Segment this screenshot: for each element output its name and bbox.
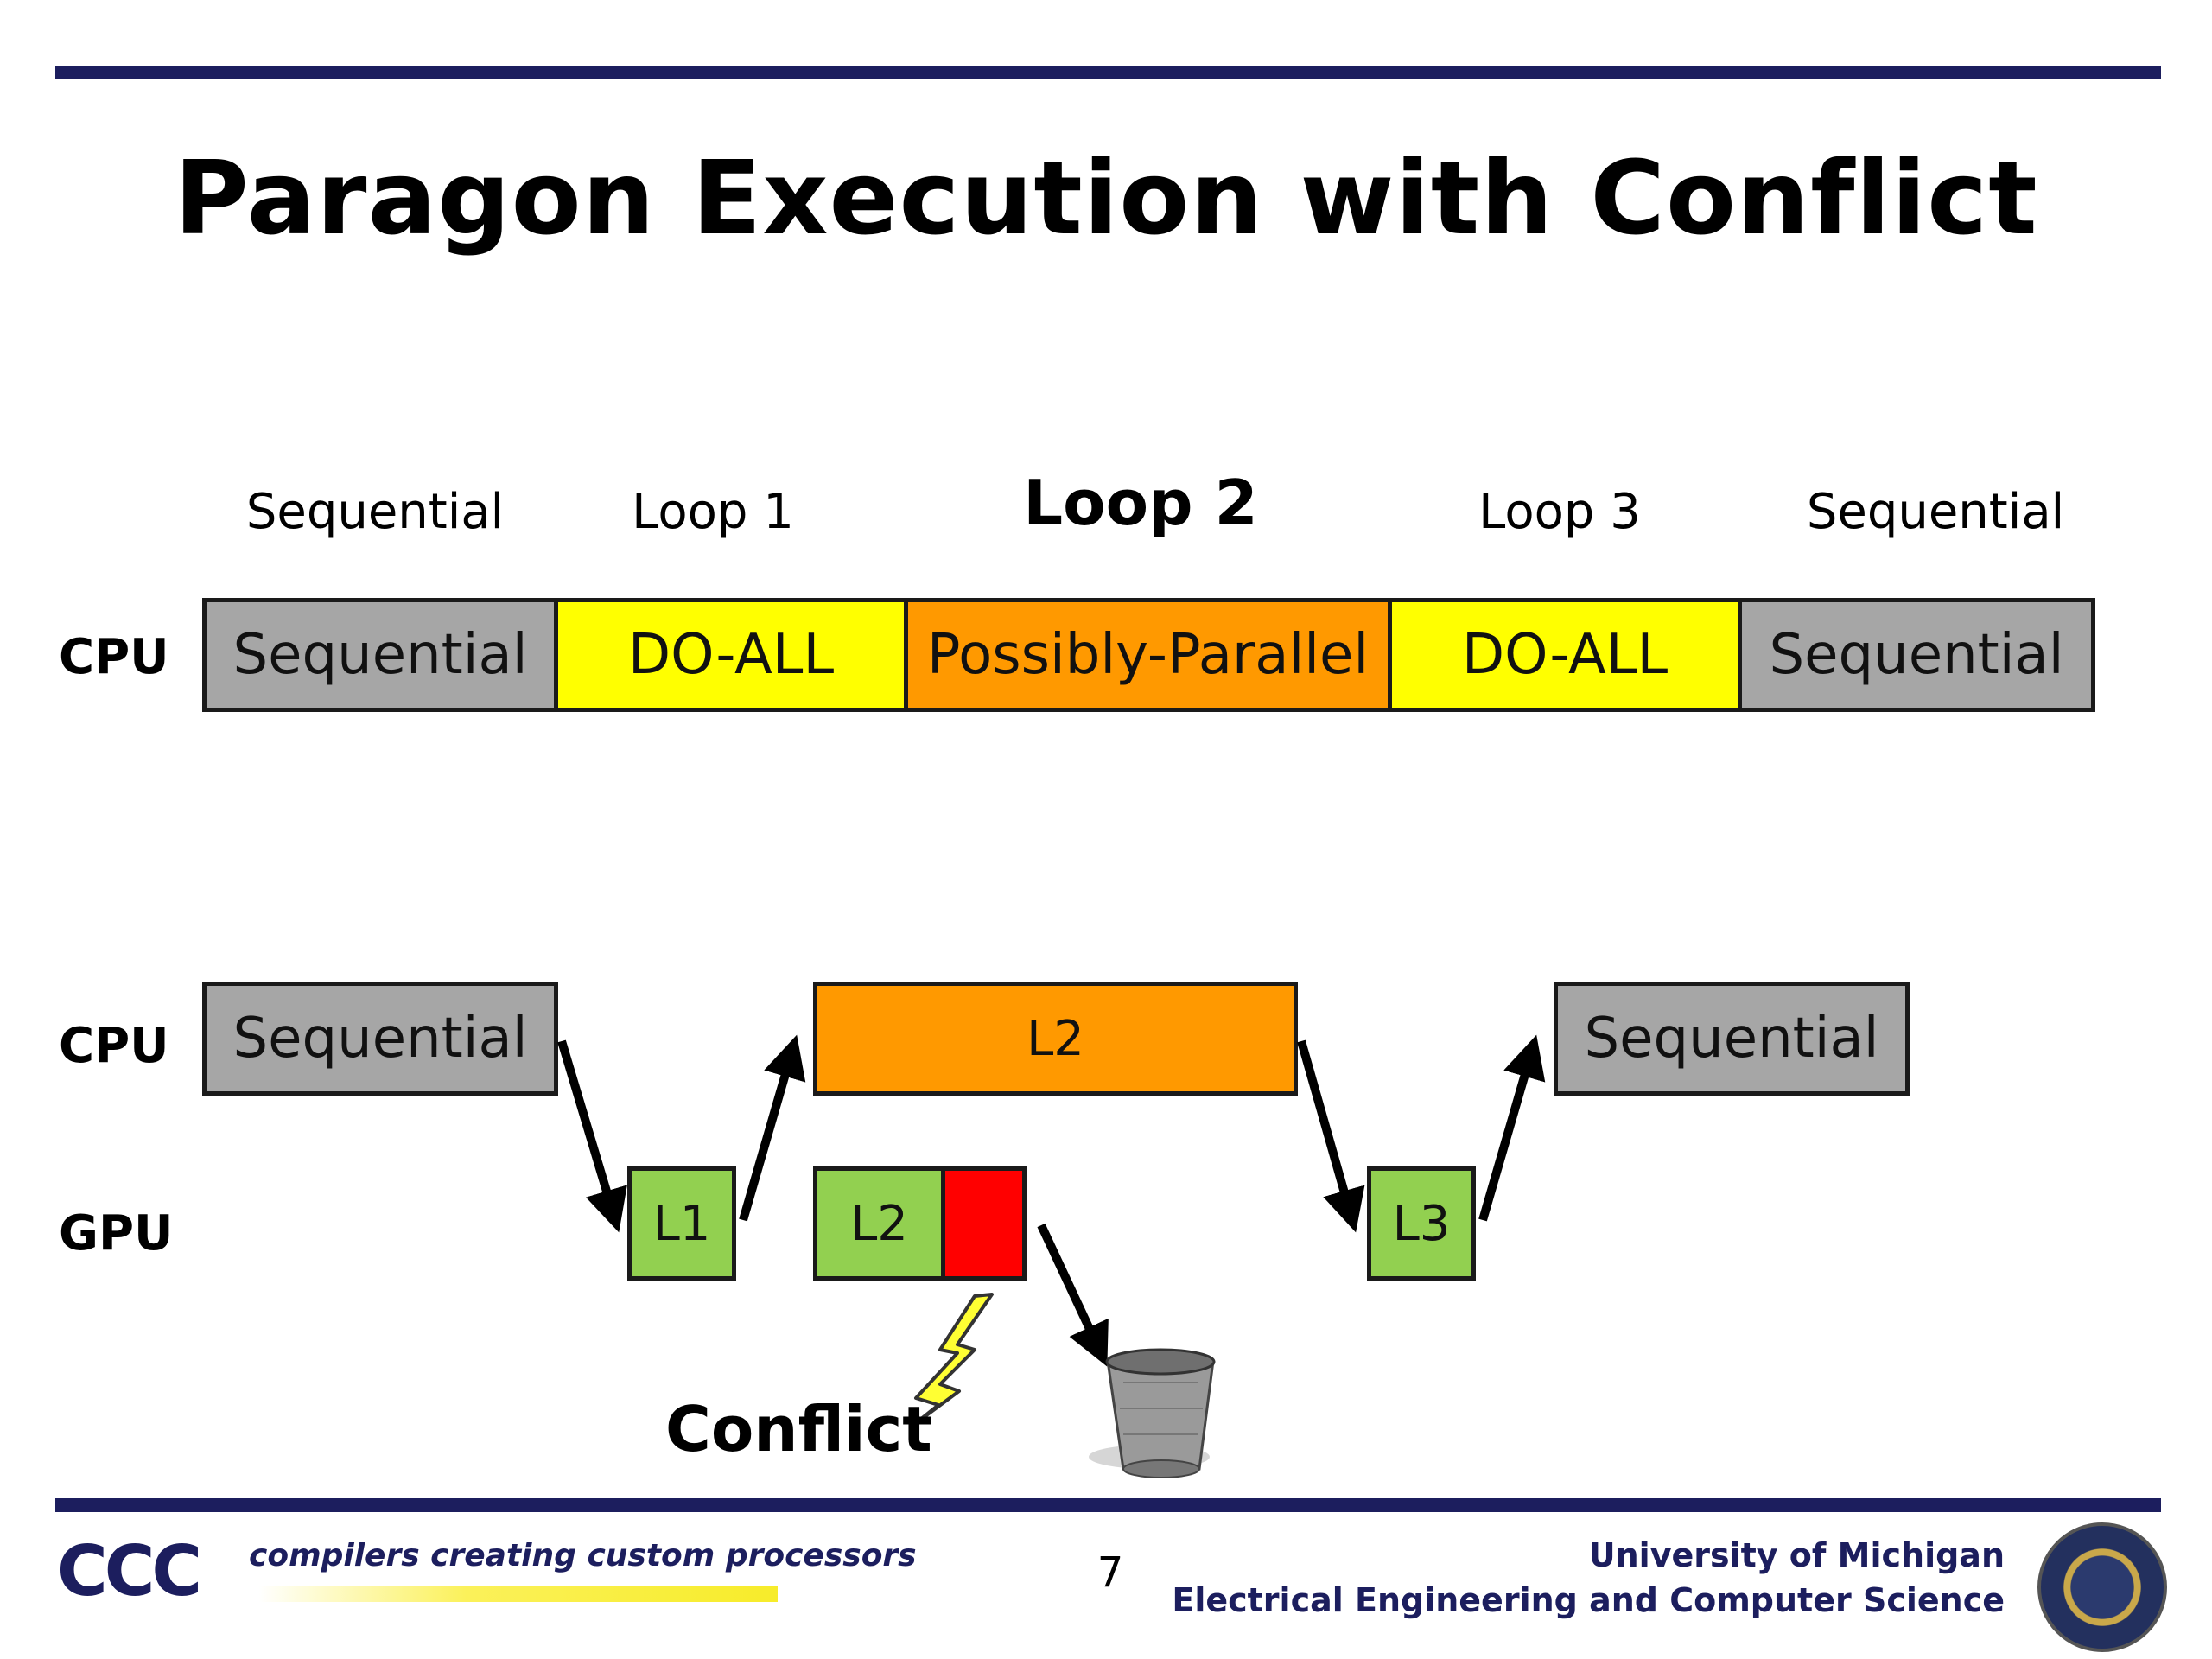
arrow-seq-to-l1 [557, 1039, 627, 1233]
top-doall-segment-2: DO-ALL [1388, 598, 1742, 712]
gpu-l1-box: L1 [627, 1166, 736, 1281]
cpu-sequential-box-end: Sequential [1554, 982, 1910, 1096]
top-doall-segment-1: DO-ALL [554, 598, 908, 712]
top-row-cpu-label: CPU [59, 629, 169, 685]
tagline-highlight-bar [259, 1586, 778, 1602]
department-name: Electrical Engineering and Computer Scie… [1172, 1581, 2005, 1619]
bottom-cpu-label: CPU [59, 1018, 169, 1074]
gpu-l3-box: L3 [1367, 1166, 1476, 1281]
page-number: 7 [1096, 1548, 1124, 1597]
column-header-loop-1: Loop 1 [632, 484, 794, 540]
arrow-l1-to-l2 [739, 1034, 806, 1222]
footer-rule [55, 1498, 2161, 1512]
trash-can-icon [1089, 1348, 1216, 1478]
cpu-sequential-box-start: Sequential [202, 982, 558, 1096]
cpu-l2-box: L2 [813, 982, 1298, 1096]
arrow-conflict-to-trash [1037, 1223, 1109, 1367]
top-sequential-segment-end: Sequential [1738, 598, 2095, 712]
arrow-l2-to-l3 [1297, 1039, 1365, 1233]
footer-tagline: compilers creating custom processors [249, 1538, 917, 1573]
conflict-label: Conflict [665, 1393, 932, 1465]
column-header-sequential-end: Sequential [1806, 484, 2065, 540]
top-possibly-parallel-segment: Possibly-Parallel [904, 598, 1392, 712]
header-rule [55, 66, 2161, 79]
top-sequential-segment: Sequential [202, 598, 558, 712]
gpu-l2-conflict-segment [941, 1166, 1027, 1281]
ccc-logo: CCC [57, 1531, 202, 1611]
column-header-loop-3: Loop 3 [1478, 484, 1641, 540]
arrow-l3-to-seq [1478, 1034, 1546, 1222]
column-header-sequential-start: Sequential [245, 484, 505, 540]
bottom-gpu-label: GPU [59, 1205, 174, 1262]
lightning-bolt-icon [911, 1293, 994, 1427]
slide-title: Paragon Execution with Conflict [174, 138, 2038, 257]
university-name: University of Michigan [1588, 1536, 2005, 1574]
university-seal-icon [2037, 1522, 2167, 1652]
column-header-loop-2: Loop 2 [1023, 467, 1258, 539]
